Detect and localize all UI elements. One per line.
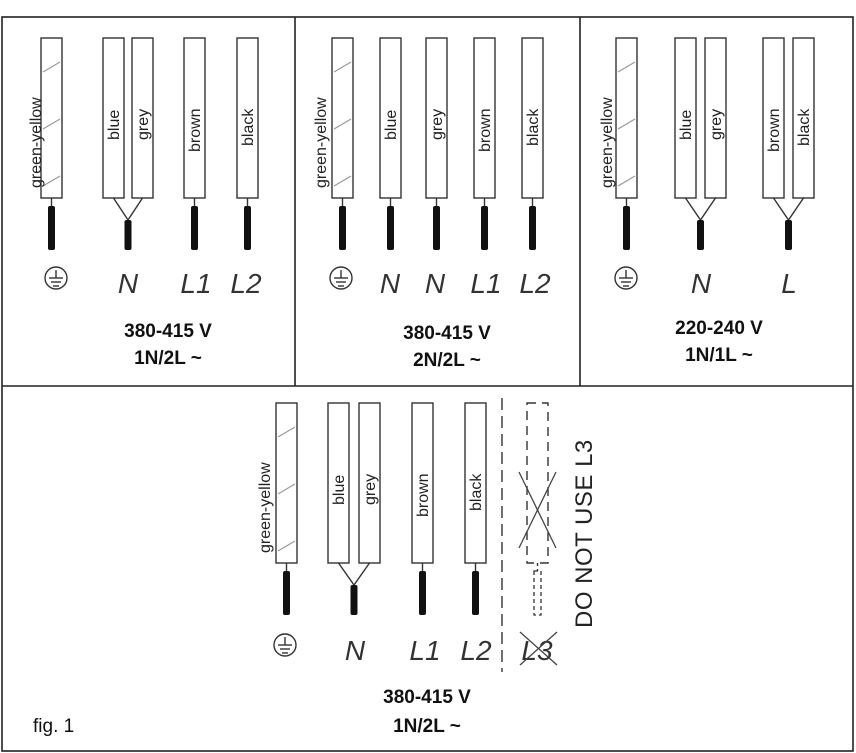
brown-wire: brown xyxy=(473,37,496,250)
black-wire: black xyxy=(236,37,259,250)
l3-unused-wire xyxy=(518,402,557,616)
wire-label-black: black xyxy=(240,108,257,146)
earth-wire: green-yellow xyxy=(313,37,354,250)
neutral-wire-pair: blue grey xyxy=(674,37,727,250)
wire-label-blue: blue xyxy=(678,110,695,140)
wire-label-grey: grey xyxy=(362,474,379,505)
wire-label-brown: brown xyxy=(187,108,204,152)
warning-label: DO NOT USE L3 xyxy=(571,439,598,628)
figure-label: fig. 1 xyxy=(33,716,74,737)
terminal-L: L xyxy=(781,268,797,299)
neutral-wire-pair: blue grey xyxy=(102,37,154,250)
earth-wire: green-yellow xyxy=(599,37,638,250)
terminal-N: N xyxy=(345,635,366,666)
earth-symbol xyxy=(329,266,353,290)
earth-symbol xyxy=(614,266,638,290)
black-wire: black xyxy=(464,402,487,615)
terminal-L2: L2 xyxy=(460,635,492,666)
wire-label-black: black xyxy=(525,108,542,146)
grey-wire: grey xyxy=(425,37,448,250)
config-label: 2N/2L ~ xyxy=(413,350,481,371)
wire-label-brown: brown xyxy=(415,473,432,517)
wire-label-green-yellow: green-yellow xyxy=(257,462,274,553)
wire-label-blue: blue xyxy=(383,110,400,140)
terminal-N: N xyxy=(425,268,446,299)
panel-2: green-yellow blue grey xyxy=(313,37,551,371)
panel-1: green-yellow blue grey xyxy=(28,37,262,369)
wire-label-black: black xyxy=(796,108,813,146)
terminal-N: N xyxy=(691,268,712,299)
earth-symbol xyxy=(273,633,297,657)
frame xyxy=(1,16,854,752)
line-wire-pair: brown black xyxy=(762,37,815,250)
panel-4: green-yellow blue grey bro xyxy=(257,398,598,737)
config-label: 1N/2L ~ xyxy=(393,716,461,737)
panel-3: green-yellow blue grey xyxy=(599,37,815,366)
terminal-N: N xyxy=(118,268,139,299)
terminal-L1: L1 xyxy=(409,635,440,666)
voltage-label: 380-415 V xyxy=(403,323,491,344)
wire-label-grey: grey xyxy=(429,109,446,140)
wire-label-blue: blue xyxy=(106,110,123,140)
black-wire: black xyxy=(521,37,544,250)
voltage-label: 220-240 V xyxy=(675,318,763,339)
voltage-label: 380-415 V xyxy=(383,687,471,708)
brown-wire: brown xyxy=(183,37,206,250)
earth-wire: green-yellow xyxy=(257,402,298,615)
neutral-wire-pair: blue grey xyxy=(327,402,381,615)
wire-label-brown: brown xyxy=(766,108,783,152)
terminal-L1: L1 xyxy=(180,268,211,299)
config-label: 1N/2L ~ xyxy=(134,348,202,369)
brown-wire: brown xyxy=(411,402,434,615)
earth-wire: green-yellow xyxy=(28,37,63,250)
terminal-L1: L1 xyxy=(470,268,501,299)
wire-label-black: black xyxy=(468,473,485,511)
voltage-label: 380-415 V xyxy=(124,321,212,342)
config-label: 1N/1L ~ xyxy=(685,345,753,366)
outer-border xyxy=(1,16,854,752)
blue-wire: blue xyxy=(379,37,402,250)
wire-label-green-yellow: green-yellow xyxy=(313,97,330,188)
l3-crossed-terminal: L3 xyxy=(519,631,558,666)
earth-symbol xyxy=(44,266,68,290)
wire-label-green-yellow: green-yellow xyxy=(28,97,45,188)
terminal-L2: L2 xyxy=(230,268,262,299)
wire-label-green-yellow: green-yellow xyxy=(599,97,616,188)
wire-label-grey: grey xyxy=(708,109,725,140)
wire-label-blue: blue xyxy=(331,475,348,505)
wire-label-brown: brown xyxy=(477,108,494,152)
terminal-L2: L2 xyxy=(519,268,551,299)
terminal-N: N xyxy=(380,268,401,299)
wire-label-grey: grey xyxy=(135,109,152,140)
